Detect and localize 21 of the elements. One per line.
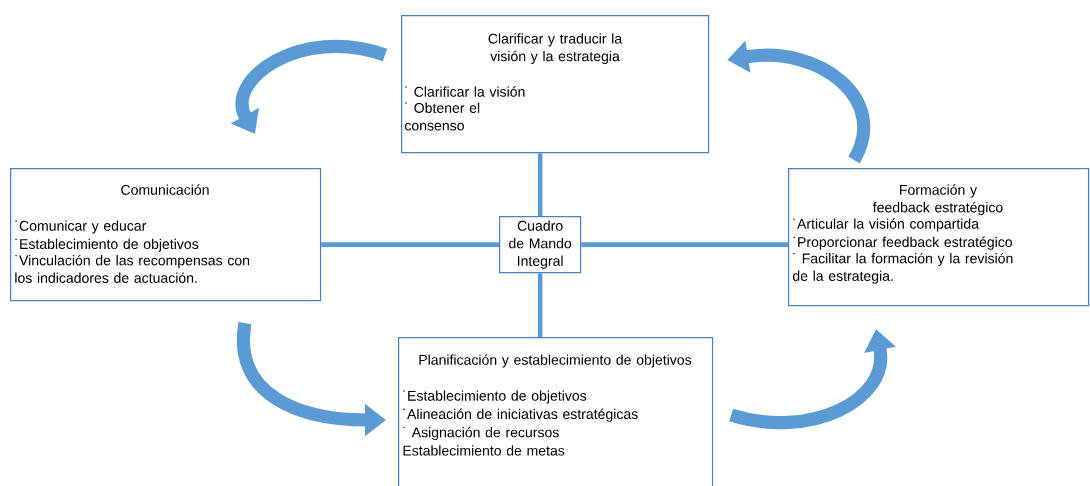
box-heading: Planificación y establecimiento de objetivos <box>419 354 692 368</box>
connector-line <box>321 242 499 247</box>
bullet-text: ˙ Facilitar la formación y la revisión de la estrategia. <box>792 252 1013 284</box>
bullet-text: Establecimiento de metas <box>403 445 565 456</box>
bullet-text: ˙ Obtener el consenso <box>404 102 480 131</box>
bullet-text: ˙Alineación de iniciativas estratégicas <box>403 408 638 422</box>
bullet-text: ˙Articular la visión compartida <box>793 218 979 232</box>
bullet-text: ˙Proporcionar feedback estratégico <box>793 236 1013 250</box>
bullet-text: ˙Vinculación de las recompensas con los indicadores de actuación. <box>15 254 250 283</box>
box-heading: Formación y feedback estratégico <box>872 184 1003 216</box>
bullet-text: ˙Establecimiento de objetivos <box>403 390 587 404</box>
bullet-text: ˙Establecimiento de objetivos <box>15 238 199 252</box>
bullet-text: ˙ Clarificar la visión <box>405 86 525 97</box>
center-box: Cuadro de Mando Integral <box>499 216 582 274</box>
bullet-text: ˙ Asignación de recursos <box>403 426 559 441</box>
connector-line <box>537 273 543 337</box>
connector-line <box>537 153 543 216</box>
box-heading: Clarificar y traducir la visión y la estrategia <box>488 33 623 64</box>
bullet-text: ˙Comunicar y educar <box>15 220 147 234</box>
connector-line <box>581 242 788 247</box>
box-heading: Comunicación <box>121 184 209 195</box>
